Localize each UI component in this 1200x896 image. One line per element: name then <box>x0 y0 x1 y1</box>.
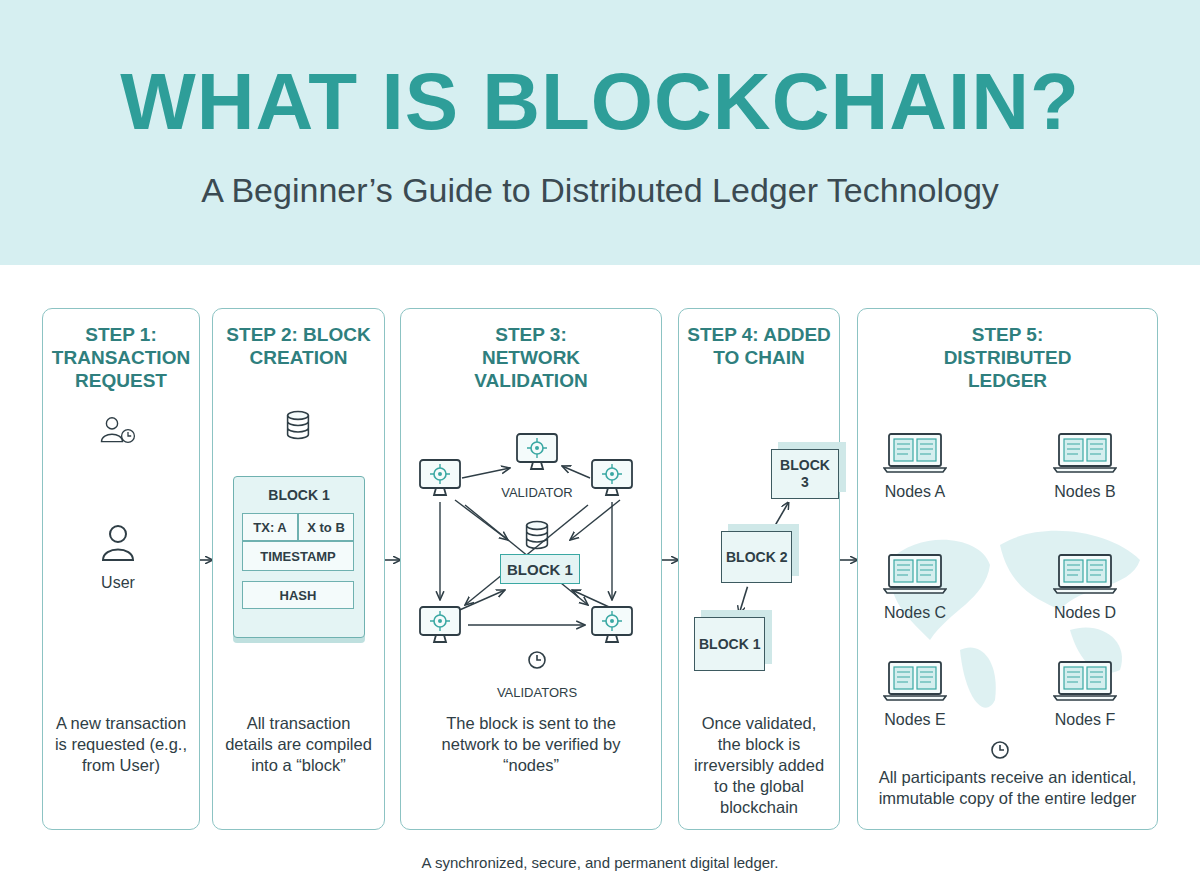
subtitle: A Beginner’s Guide to Distributed Ledger… <box>201 171 999 210</box>
connector-arrow <box>200 559 212 561</box>
block-label: HASH <box>280 588 317 603</box>
block-field: TX: A <box>242 513 298 541</box>
block-box: BLOCK 1 <box>500 554 580 584</box>
step-description: A new transaction is requested (e.g., fr… <box>51 713 191 776</box>
title: WHAT IS BLOCKCHAIN? <box>120 56 1080 148</box>
block-field: HASH <box>242 581 354 609</box>
block-title: BLOCK 1 <box>234 487 364 503</box>
block-label: X to B <box>307 520 345 535</box>
step-description: The block is sent to the network to be v… <box>441 713 621 776</box>
step-heading: STEP 3: NETWORK VALIDATION <box>455 323 607 392</box>
step-panel: STEP 1: TRANSACTION REQUEST A new transac… <box>42 308 200 830</box>
step-description: All participants receive an identical, i… <box>873 767 1143 809</box>
icon-label: VALIDATOR <box>501 485 573 500</box>
step-panel: STEP 5: DISTRIBUTED LEDGER All participan… <box>857 308 1158 830</box>
block-field: X to B <box>298 513 354 541</box>
connector-arrow <box>385 559 400 561</box>
step-heading: STEP 4: ADDED TO CHAIN <box>683 323 835 369</box>
block-label: BLOCK 1 <box>507 561 573 578</box>
step-heading: STEP 2: BLOCK CREATION <box>223 323 375 369</box>
node-label: Nodes F <box>1055 711 1115 729</box>
block-label: TIMESTAMP <box>260 549 336 564</box>
node-label: Nodes B <box>1054 483 1115 501</box>
node-label: Nodes E <box>884 711 945 729</box>
block-field: TIMESTAMP <box>242 541 354 571</box>
connector-arrow <box>774 502 789 527</box>
node-label: Nodes A <box>885 483 945 501</box>
step-panel: STEP 2: BLOCK CREATION All transaction de… <box>212 308 385 830</box>
connector-arrow <box>739 587 747 613</box>
step-heading: STEP 1: TRANSACTION REQUEST <box>45 323 197 392</box>
step-description: Once validated, the block is irreversibl… <box>689 713 829 818</box>
step-description: All transaction details are compiled int… <box>224 713 374 776</box>
connector-arrow <box>662 559 678 561</box>
connector-arrow <box>840 559 857 561</box>
block-label: BLOCK 3 <box>776 457 834 491</box>
block-cube: BLOCK 3 <box>771 449 839 499</box>
node-label: Nodes D <box>1054 604 1116 622</box>
block-label: BLOCK 2 <box>726 549 787 566</box>
caption: A synchronized, secure, and permanent di… <box>422 854 779 871</box>
icon-label: VALIDATORS <box>497 685 577 700</box>
block-label: BLOCK 1 <box>699 636 760 653</box>
block-cube: BLOCK 1 <box>694 617 765 671</box>
step-heading: STEP 5: DISTRIBUTED LEDGER <box>932 323 1084 392</box>
step-panel: STEP 3: NETWORK VALIDATION The block is s… <box>400 308 662 830</box>
node-label: Nodes C <box>884 604 946 622</box>
icon-label: User <box>101 574 135 592</box>
block-cube: BLOCK 2 <box>721 531 792 583</box>
block-label: TX: A <box>253 520 286 535</box>
block-card: BLOCK 1 TX: A X to B TIMESTAMP HASH <box>233 476 365 638</box>
step-panel: STEP 4: ADDED TO CHAIN Once validated, th… <box>678 308 840 830</box>
